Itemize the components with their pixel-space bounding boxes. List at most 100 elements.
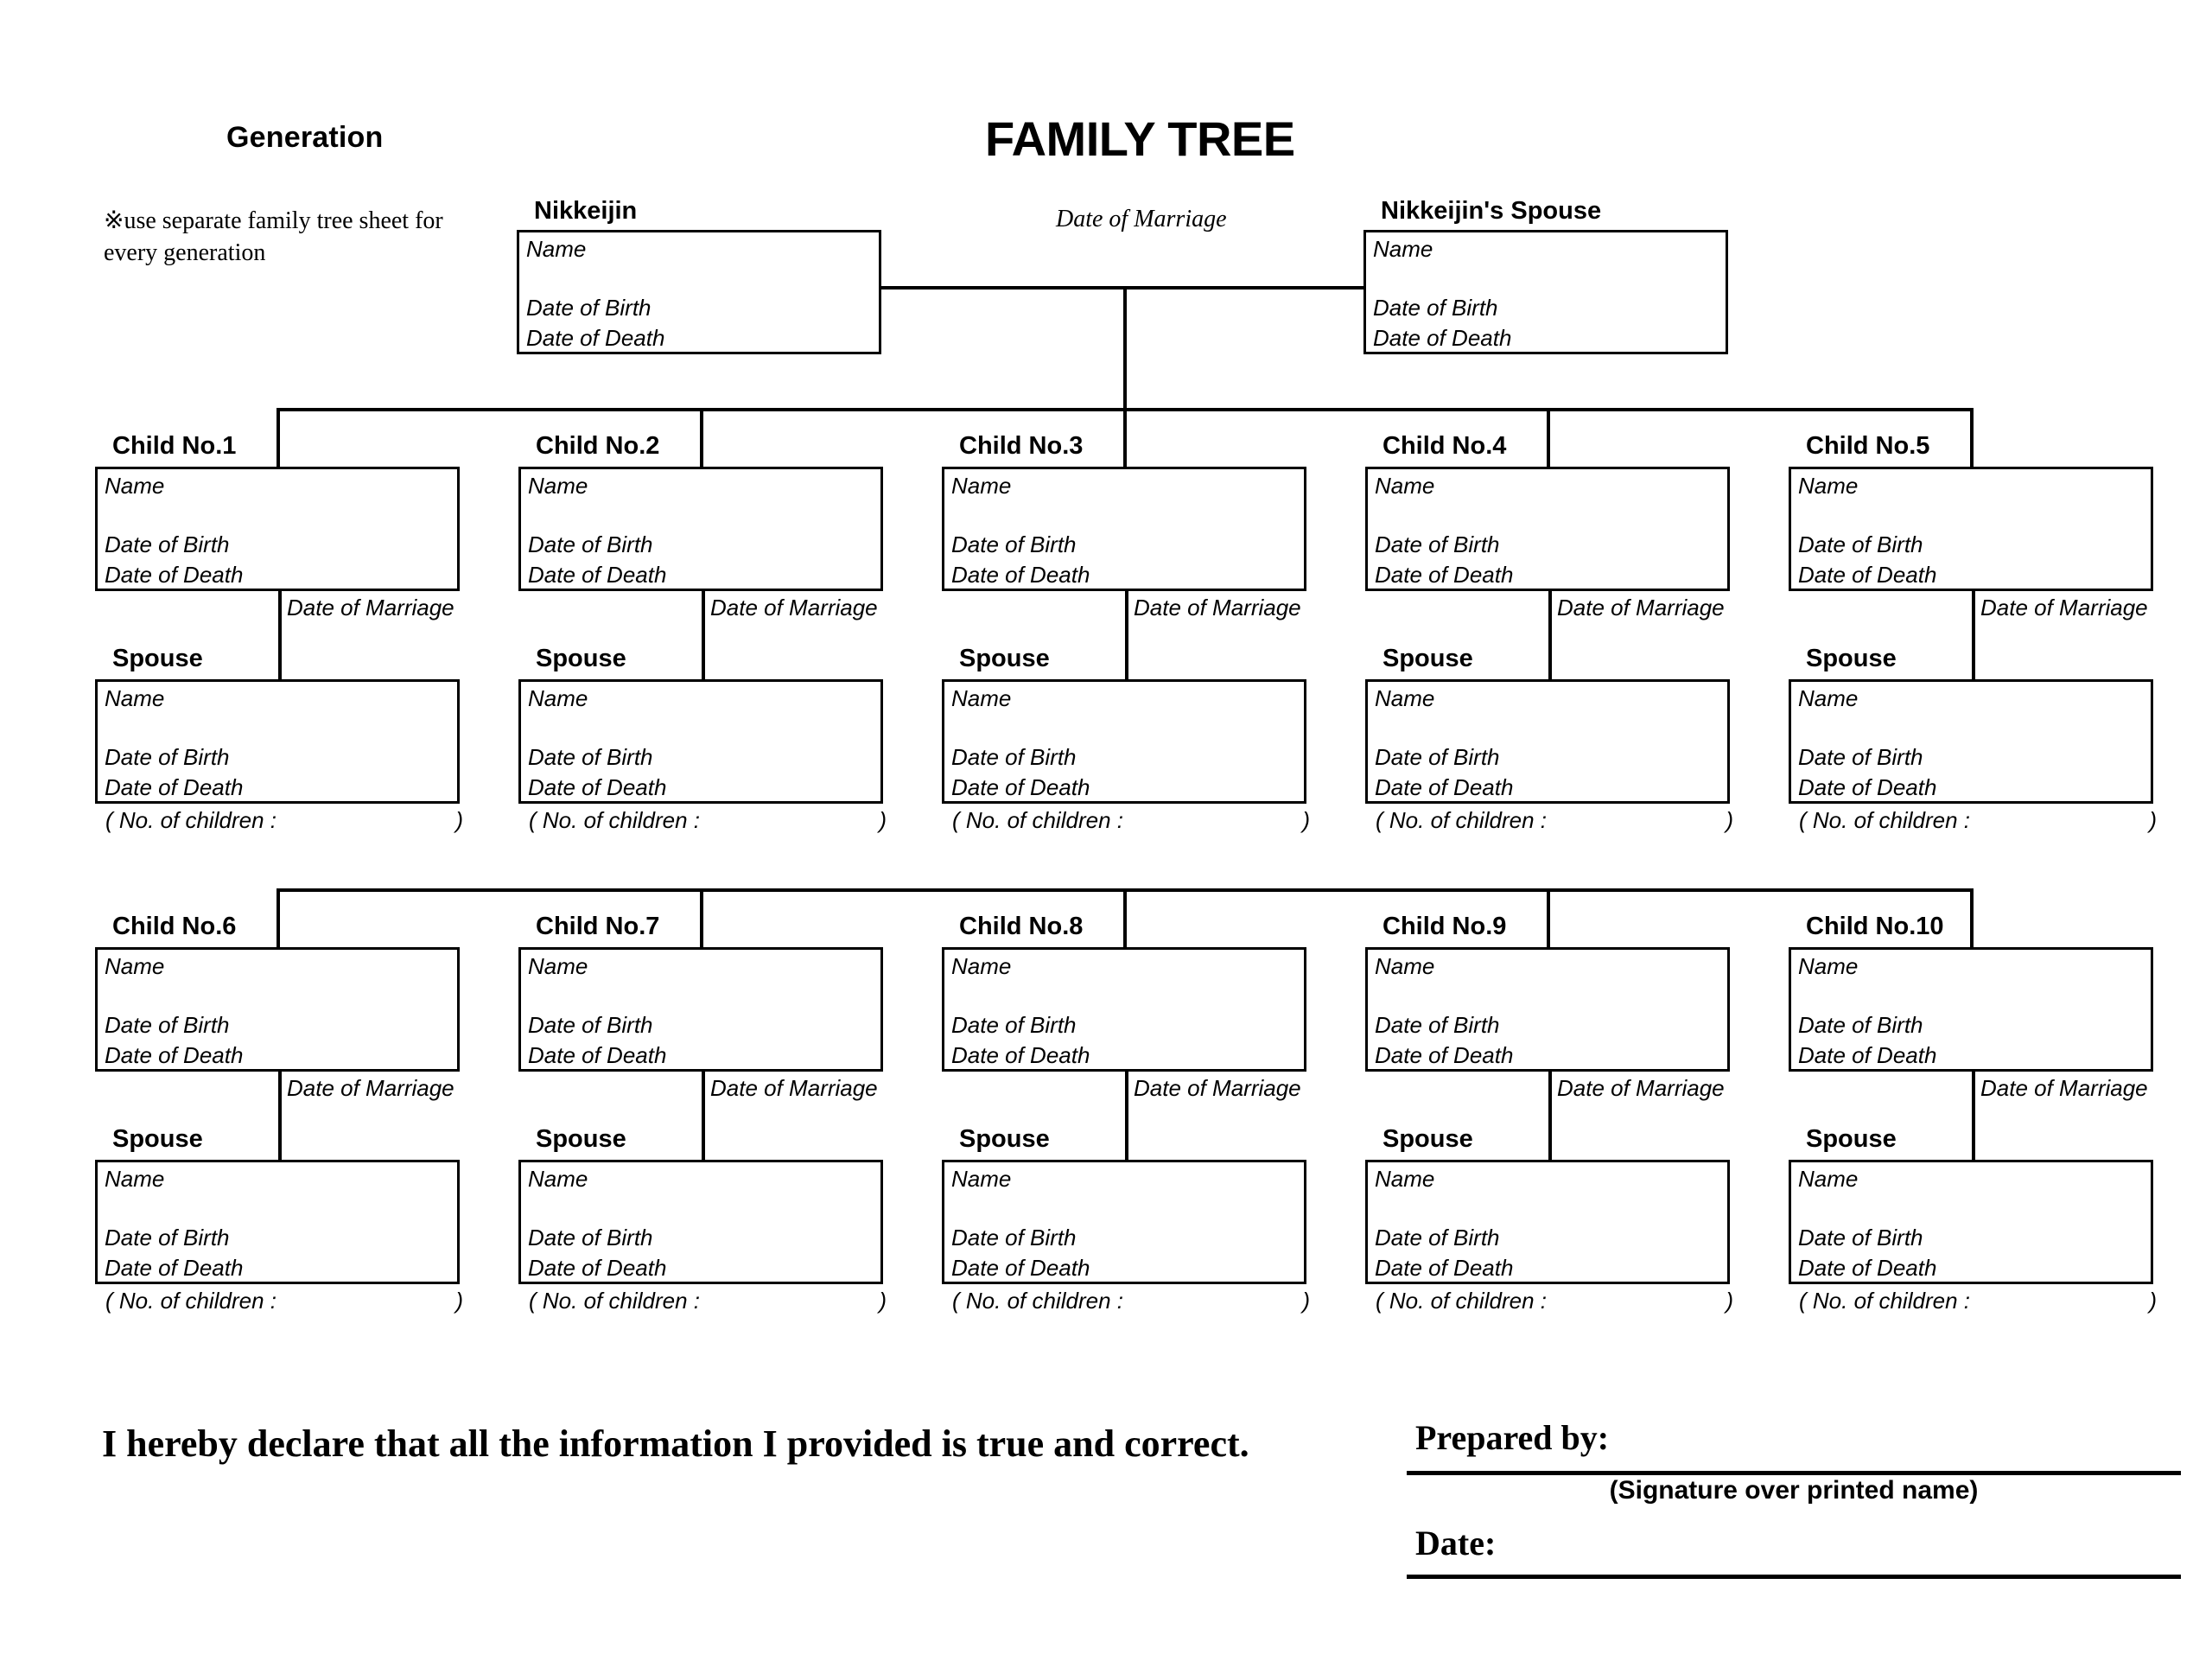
child-6-spouse-dob-field[interactable]: Date of Birth xyxy=(105,1225,230,1250)
date-line[interactable] xyxy=(1407,1575,2181,1579)
child-8-no-of-children[interactable]: ( No. of children :) xyxy=(952,1288,1310,1314)
child-3-dod-field[interactable]: Date of Death xyxy=(951,562,1090,588)
child-1-dod-field[interactable]: Date of Death xyxy=(105,562,244,588)
prepared-by-signature-line[interactable] xyxy=(1407,1471,2181,1475)
child-7-no-of-children[interactable]: ( No. of children :) xyxy=(529,1288,887,1314)
child-5-name-field[interactable]: Name xyxy=(1798,473,1859,499)
nikkeijin-spouse-dob-field[interactable]: Date of Birth xyxy=(1373,295,1498,321)
child-3-dob-field[interactable]: Date of Birth xyxy=(951,531,1077,557)
child-5-dob-field[interactable]: Date of Birth xyxy=(1798,531,1923,557)
child-8-spouse-dod-field[interactable]: Date of Death xyxy=(951,1255,1090,1281)
child-4-spouse-dod-field[interactable]: Date of Death xyxy=(1375,774,1514,800)
child-4-spouse-name-field[interactable]: Name xyxy=(1375,685,1435,711)
child-1-dob-field[interactable]: Date of Birth xyxy=(105,531,230,557)
child-2-dod-field[interactable]: Date of Death xyxy=(528,562,667,588)
child-3-spouse-dob-field[interactable]: Date of Birth xyxy=(951,744,1077,770)
nikkeijin-spouse-name-field[interactable]: Name xyxy=(1373,236,1433,262)
child-5-spouse-dob-field[interactable]: Date of Birth xyxy=(1798,744,1923,770)
child-7-spouse-name-field[interactable]: Name xyxy=(528,1166,588,1192)
child-2-no-of-children[interactable]: ( No. of children :) xyxy=(529,807,887,834)
child-2-spouse-dod-field[interactable]: Date of Death xyxy=(528,774,667,800)
child-8-dob-field[interactable]: Date of Birth xyxy=(951,1012,1077,1038)
child-6-no-of-children[interactable]: ( No. of children :) xyxy=(105,1288,463,1314)
child-1-spouse-dob-field[interactable]: Date of Birth xyxy=(105,744,230,770)
child-2-dob-field[interactable]: Date of Birth xyxy=(528,531,653,557)
nikkeijin-dod-field[interactable]: Date of Death xyxy=(526,325,665,351)
nikkeijin-box[interactable]: Name Date of Birth Date of Death xyxy=(517,230,881,354)
nikkeijin-dob-field[interactable]: Date of Birth xyxy=(526,295,652,321)
child-9-dod-field[interactable]: Date of Death xyxy=(1375,1042,1514,1068)
child-10-dod-field[interactable]: Date of Death xyxy=(1798,1042,1937,1068)
child-8-spouse-dob-field[interactable]: Date of Birth xyxy=(951,1225,1077,1250)
child-7-dod-field[interactable]: Date of Death xyxy=(528,1042,667,1068)
child-8-spouse-name-field[interactable]: Name xyxy=(951,1166,1012,1192)
child-1-spouse-name-field[interactable]: Name xyxy=(105,685,165,711)
child-10-spouse-dob-field[interactable]: Date of Birth xyxy=(1798,1225,1923,1250)
child-5-no-of-children[interactable]: ( No. of children :) xyxy=(1799,807,2157,834)
nikkeijin-spouse-dod-field[interactable]: Date of Death xyxy=(1373,325,1512,351)
child-7-dob-field[interactable]: Date of Birth xyxy=(528,1012,653,1038)
child-4-dod-field[interactable]: Date of Death xyxy=(1375,562,1514,588)
child-10-no-of-children[interactable]: ( No. of children :) xyxy=(1799,1288,2157,1314)
nikkeijin-spouse-box[interactable]: Name Date of Birth Date of Death xyxy=(1363,230,1728,354)
child-3-name-field[interactable]: Name xyxy=(951,473,1012,499)
child-5-spouse-name-field[interactable]: Name xyxy=(1798,685,1859,711)
child-2-spouse-name-field[interactable]: Name xyxy=(528,685,588,711)
child-10-dob-field[interactable]: Date of Birth xyxy=(1798,1012,1923,1038)
child-6-name-field[interactable]: Name xyxy=(105,953,165,979)
child-2-spouse-dob-field[interactable]: Date of Birth xyxy=(528,744,653,770)
child-10-spouse-name-field[interactable]: Name xyxy=(1798,1166,1859,1192)
child-1-name-field[interactable]: Name xyxy=(105,473,165,499)
child-8-dod-field[interactable]: Date of Death xyxy=(951,1042,1090,1068)
child-7-spouse-dod-field[interactable]: Date of Death xyxy=(528,1255,667,1281)
child-9-spouse-dob-field[interactable]: Date of Birth xyxy=(1375,1225,1500,1250)
child-7-spouse-dob-field[interactable]: Date of Birth xyxy=(528,1225,653,1250)
child-10-spouse-dod-field[interactable]: Date of Death xyxy=(1798,1255,1937,1281)
child-1-no-of-children[interactable]: ( No. of children :) xyxy=(105,807,463,834)
child-5-spouse-dod-field[interactable]: Date of Death xyxy=(1798,774,1937,800)
child-3-spouse-dod-field[interactable]: Date of Death xyxy=(951,774,1090,800)
child-6-spouse-name-field[interactable]: Name xyxy=(105,1166,165,1192)
child-2-name-field[interactable]: Name xyxy=(528,473,588,499)
child-1-spouse-dod-field[interactable]: Date of Death xyxy=(105,774,244,800)
child-9-name-field[interactable]: Name xyxy=(1375,953,1435,979)
child-9-dob-field[interactable]: Date of Birth xyxy=(1375,1012,1500,1038)
child-3-no-of-children[interactable]: ( No. of children :) xyxy=(952,807,1310,834)
child-4-no-of-children[interactable]: ( No. of children :) xyxy=(1376,807,1733,834)
child-5-dod-field[interactable]: Date of Death xyxy=(1798,562,1937,588)
nikkeijin-name-field[interactable]: Name xyxy=(526,236,587,262)
child-6-dod-field[interactable]: Date of Death xyxy=(105,1042,244,1068)
child-10-name-field[interactable]: Name xyxy=(1798,953,1859,979)
child-6-spouse-dod-field[interactable]: Date of Death xyxy=(105,1255,244,1281)
child-9-spouse-dod-field[interactable]: Date of Death xyxy=(1375,1255,1514,1281)
child-3-spouse-name-field[interactable]: Name xyxy=(951,685,1012,711)
child-6-dob-field[interactable]: Date of Birth xyxy=(105,1012,230,1038)
child-7-name-field[interactable]: Name xyxy=(528,953,588,979)
child-4-dob-field[interactable]: Date of Birth xyxy=(1375,531,1500,557)
child-8-name-field[interactable]: Name xyxy=(951,953,1012,979)
child-9-spouse-name-field[interactable]: Name xyxy=(1375,1166,1435,1192)
child-4-spouse-dob-field[interactable]: Date of Birth xyxy=(1375,744,1500,770)
child-9-no-of-children[interactable]: ( No. of children :) xyxy=(1376,1288,1733,1314)
child-4-name-field[interactable]: Name xyxy=(1375,473,1435,499)
